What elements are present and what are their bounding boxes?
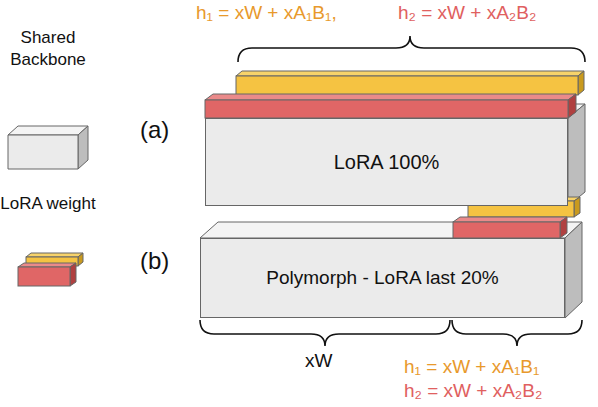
lora-slabs-b-part [453, 217, 567, 222]
formula: xW [305, 350, 332, 372]
panel-label: (b) [140, 247, 169, 275]
backbone-box-a [205, 104, 585, 206]
backbone-box-b-part [565, 222, 582, 318]
backbone-box-b-part [200, 222, 582, 238]
lora-slabs-a-part [568, 94, 576, 118]
lora-slabs-b-part [574, 197, 580, 217]
lora-slabs-a [205, 71, 584, 118]
lora-weight-swatch-part [18, 267, 70, 286]
lora-slabs-b-part [560, 217, 567, 238]
panel-label: (a) [140, 116, 169, 144]
swatch-top [8, 126, 88, 135]
formula: h₂ = xW + xA₂B₂ [398, 2, 536, 24]
box-label: LoRA 100% [334, 151, 440, 174]
lora-slabs-a-part [236, 71, 584, 76]
lora-weight-swatch [18, 253, 83, 286]
backbone-box-a-part [568, 104, 585, 206]
legend-text: Shared Backbone [0, 27, 96, 71]
lora-slabs-a-part [578, 71, 584, 95]
lora-slabs-a-part [236, 76, 578, 95]
legend-text: LoRA weight [0, 193, 96, 215]
box-label: Polymorph - LoRA last 20% [266, 267, 498, 289]
lora-slabs-a-part [205, 94, 576, 100]
backbone-box: Polymorph - LoRA last 20% [200, 238, 565, 318]
legend-swatch-face [8, 135, 78, 169]
brace-part [238, 36, 585, 62]
lora-weight-swatch-part [18, 263, 76, 267]
backbone-box-b [200, 222, 582, 318]
brace-part [200, 320, 450, 346]
lora-weight-swatch-part [70, 263, 76, 286]
legend-swatch [4, 122, 94, 174]
formula: h₂ = xW + xA₂B₂ [404, 380, 542, 402]
backbone-box: LoRA 100% [205, 118, 568, 206]
swatch-side [78, 126, 88, 169]
formula: h₁ = xW + xA₁B₁ [404, 356, 539, 378]
brace-part [452, 320, 582, 346]
lora-slabs-a-part [205, 100, 568, 118]
lora-weight-swatch-part [26, 253, 83, 257]
lora-slabs-b-part [453, 222, 560, 238]
brace [200, 36, 585, 346]
lora-weight-swatch-part [78, 253, 83, 266]
formula: h₁ = xW + xA₁B₁, [196, 2, 337, 24]
